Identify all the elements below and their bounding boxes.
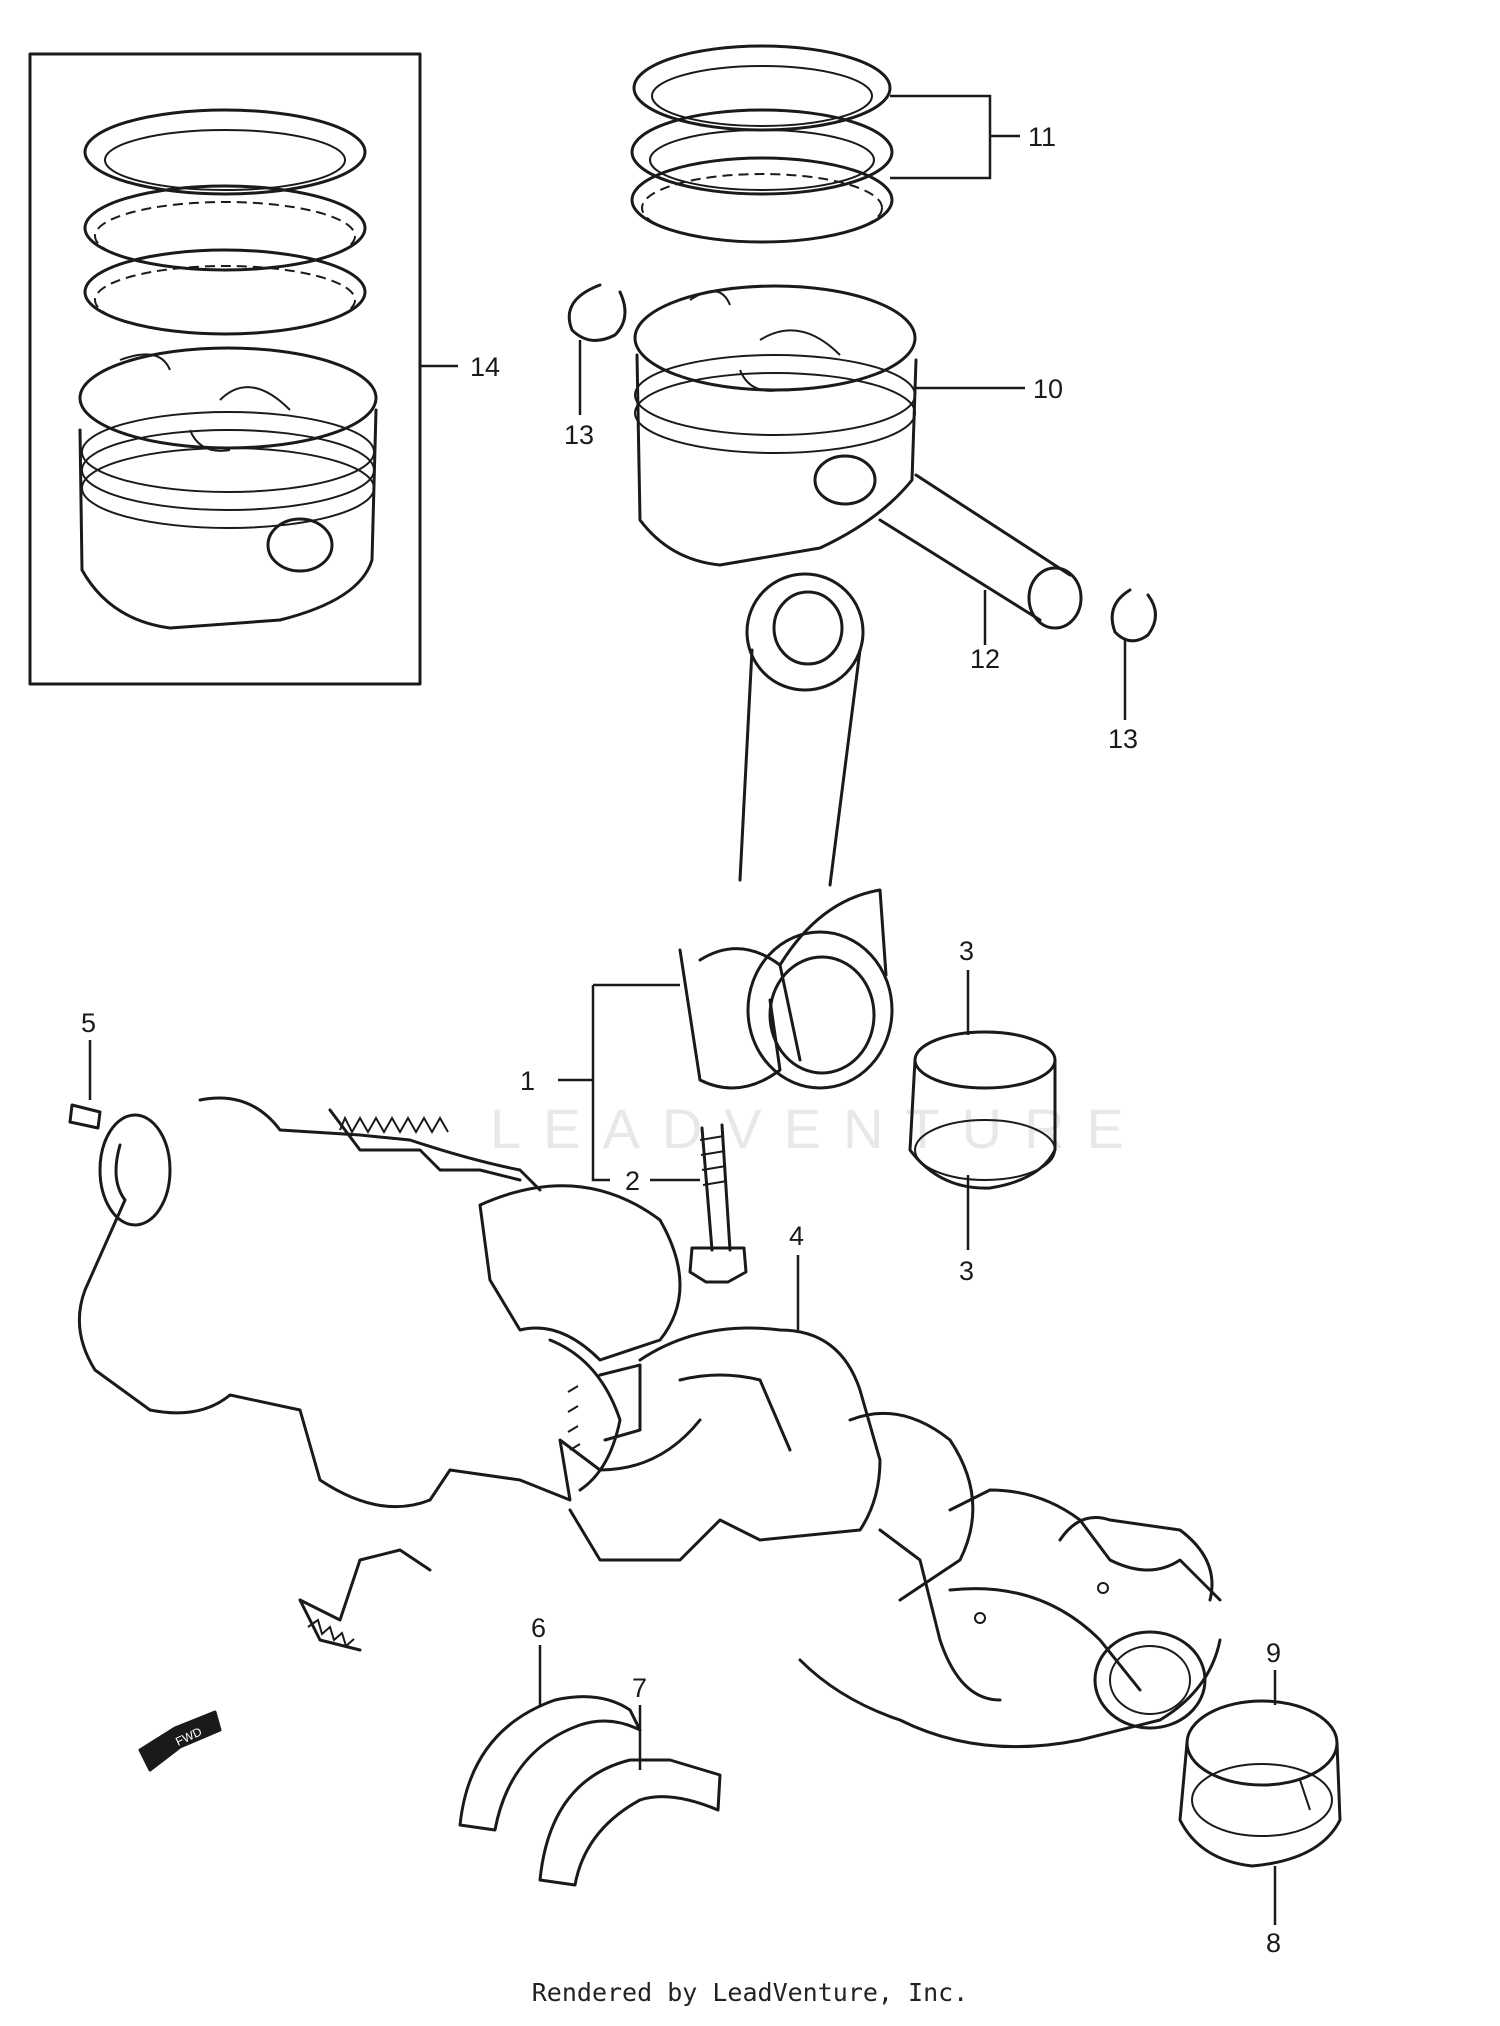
conrod-bearing: [908, 1030, 1057, 1190]
conrod-bolt: [688, 1123, 748, 1284]
thrust-washer-7: [538, 1758, 722, 1887]
piston-pin: [878, 473, 1083, 630]
callout-10: 10: [1033, 374, 1063, 404]
crankshaft: [77, 1096, 1222, 1749]
callout-labels: 14 11 10 13 12 13 3 1 5 2 3 4 6 7 9 8: [81, 122, 1281, 1958]
callout-7: 7: [632, 1673, 647, 1703]
crankshaft-main-bearing: [1178, 1699, 1342, 1868]
circlip-left: [567, 283, 627, 342]
callout-13-left: 13: [564, 420, 594, 450]
watermark: LEADVENTURE: [490, 1097, 1146, 1160]
forward-direction-arrow: FWD: [138, 1710, 222, 1772]
callout-4: 4: [789, 1221, 804, 1251]
dowel-pin: [68, 1103, 102, 1130]
callout-2: 2: [625, 1166, 640, 1196]
callout-6: 6: [531, 1613, 546, 1643]
callout-14: 14: [470, 352, 500, 382]
footer-credit: Rendered by LeadVenture, Inc.: [531, 1978, 969, 2007]
callout-11: 11: [1028, 122, 1056, 152]
callout-5: 5: [81, 1008, 96, 1038]
piston-set-assembly: [28, 52, 422, 686]
piston: [633, 284, 918, 567]
callout-3-top: 3: [959, 936, 974, 966]
connecting-rod: [678, 572, 894, 1090]
circlip-right: [1110, 588, 1157, 643]
leader-lines: [88, 94, 1277, 1925]
callout-12: 12: [970, 644, 1000, 674]
callout-3-bottom: 3: [959, 1256, 974, 1286]
callout-1: 1: [520, 1066, 535, 1096]
callout-8: 8: [1266, 1928, 1281, 1958]
callout-9: 9: [1266, 1638, 1281, 1668]
piston-rings: [630, 44, 894, 244]
thrust-washer-6: [458, 1695, 642, 1832]
callout-13-right: 13: [1108, 724, 1138, 754]
